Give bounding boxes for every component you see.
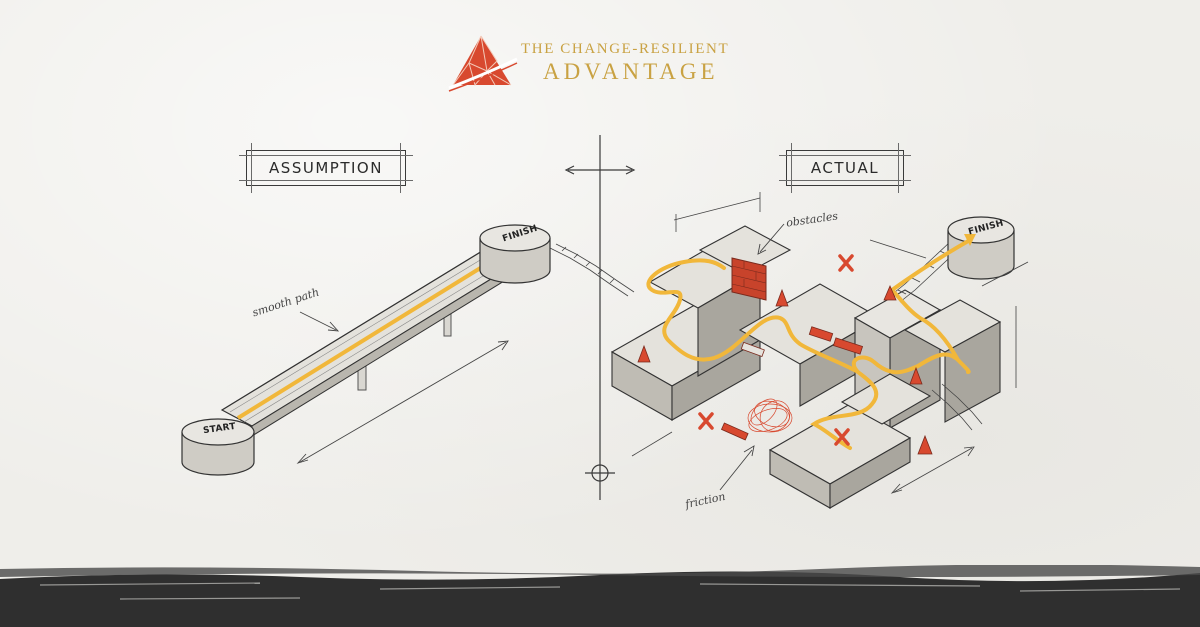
ink-brush-band bbox=[0, 565, 1200, 627]
barrier-icons bbox=[720, 326, 864, 441]
brick-wall-obstacle bbox=[731, 257, 767, 301]
brand-header: THE CHANGE-RESILIENT ADVANTAGE bbox=[447, 33, 767, 93]
stairs-left bbox=[549, 243, 635, 297]
start-platform bbox=[181, 418, 255, 476]
pyramid-logo-icon bbox=[448, 35, 518, 92]
dimension-lines-left bbox=[296, 311, 509, 464]
smooth-bridge bbox=[220, 244, 524, 437]
center-divider bbox=[564, 135, 636, 500]
dimension-lines-right bbox=[631, 192, 1029, 494]
friction-scribble-icon bbox=[747, 398, 793, 433]
actual-label: ACTUAL bbox=[779, 143, 911, 193]
obstacle-maze bbox=[610, 225, 1002, 509]
path-arrow-icon bbox=[964, 234, 976, 246]
finish-platform-left bbox=[479, 224, 551, 284]
traffic-cone-icons bbox=[637, 284, 933, 455]
assumption-label: ASSUMPTION bbox=[239, 143, 413, 193]
brand-title-line2: ADVANTAGE bbox=[543, 59, 719, 84]
brand-title-line1: THE CHANGE-RESILIENT bbox=[521, 41, 730, 57]
blocked-x-icons bbox=[698, 254, 854, 446]
winding-path bbox=[646, 238, 972, 450]
stairs-right bbox=[889, 241, 983, 431]
annotation-leaders bbox=[719, 223, 785, 491]
